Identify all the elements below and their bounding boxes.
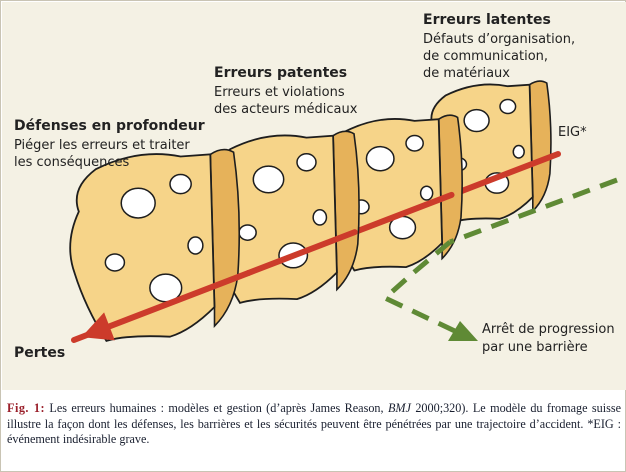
patent-errors-title: Erreurs patentes	[214, 65, 348, 81]
defense-line-1: Piéger les erreurs et traiter	[14, 138, 190, 153]
accident-trajectory-arrow	[81, 312, 115, 341]
cheese-slice-3-hole	[365, 145, 395, 172]
cheese-slice-1-hole	[187, 236, 204, 255]
cheese-slice-4-hole	[499, 98, 517, 115]
cheese-slices-group	[69, 80, 561, 343]
caption-journal: BMJ	[387, 401, 411, 415]
cheese-slice-4-hole	[512, 144, 525, 159]
defense-title: Défenses en profondeur	[14, 118, 205, 134]
latent-errors-line-2: de communication,	[423, 49, 549, 64]
defense-line-2: les conséquences	[14, 155, 130, 170]
barrier-stop-line-1: Arrêt de progression	[482, 322, 615, 337]
figure-caption: Fig. 1: Les erreurs humaines : modèles e…	[7, 401, 621, 448]
figure-label: Fig. 1:	[7, 401, 46, 415]
swiss-cheese-diagram	[69, 80, 618, 343]
swiss-cheese-illustration: Erreurs latentes Défauts d’organisation,…	[2, 2, 626, 390]
cheese-slice-2	[206, 130, 360, 304]
cheese-slice-2-side	[332, 130, 360, 292]
cheese-slice-3-hole	[419, 185, 434, 201]
barrier-dashed-arrow	[380, 177, 618, 341]
cheese-slice-3-side	[437, 114, 463, 261]
trajectory-segment	[448, 151, 561, 198]
cheese-slice-3-hole	[405, 134, 424, 152]
latent-errors-title: Erreurs latentes	[423, 12, 551, 28]
pertes-label: Pertes	[14, 345, 66, 361]
cheese-slice-1-hole	[169, 173, 192, 195]
dashed-arrowhead	[448, 321, 478, 341]
barrier-stop-line-2: par une barrière	[482, 340, 588, 355]
cheese-slice-4-hole	[463, 108, 490, 133]
patent-errors-line-1: Erreurs et violations	[214, 85, 345, 100]
cheese-slice-2-hole	[238, 224, 257, 241]
trajectory-segment	[245, 229, 358, 277]
caption-text-start: Les erreurs humaines : modèles et gestio…	[45, 401, 388, 415]
cheese-slice-1-hole	[120, 187, 156, 219]
trajectory-arrowhead	[81, 312, 115, 341]
latent-errors-line-3: de matériaux	[423, 66, 510, 81]
dashed-line-lower	[380, 240, 459, 335]
cheese-slice-1-hole	[104, 253, 126, 272]
cheese-slice-2-hole	[252, 165, 285, 194]
dashed-line-upper	[449, 177, 618, 245]
patent-errors-line-2: des acteurs médicaux	[214, 102, 358, 117]
cheese-slice-4-side	[528, 80, 552, 213]
trajectory-segment	[351, 191, 455, 236]
latent-errors-line-1: Défauts d’organisation,	[423, 32, 576, 47]
caption-text-end: 2000;320). Le modèle du fromage suisse i…	[7, 401, 621, 446]
cheese-slice-2-hole	[296, 153, 317, 172]
eig-label: EIG*	[558, 125, 587, 140]
cheese-slice-2-hole	[312, 209, 328, 226]
cheese-slice-1	[69, 148, 252, 343]
